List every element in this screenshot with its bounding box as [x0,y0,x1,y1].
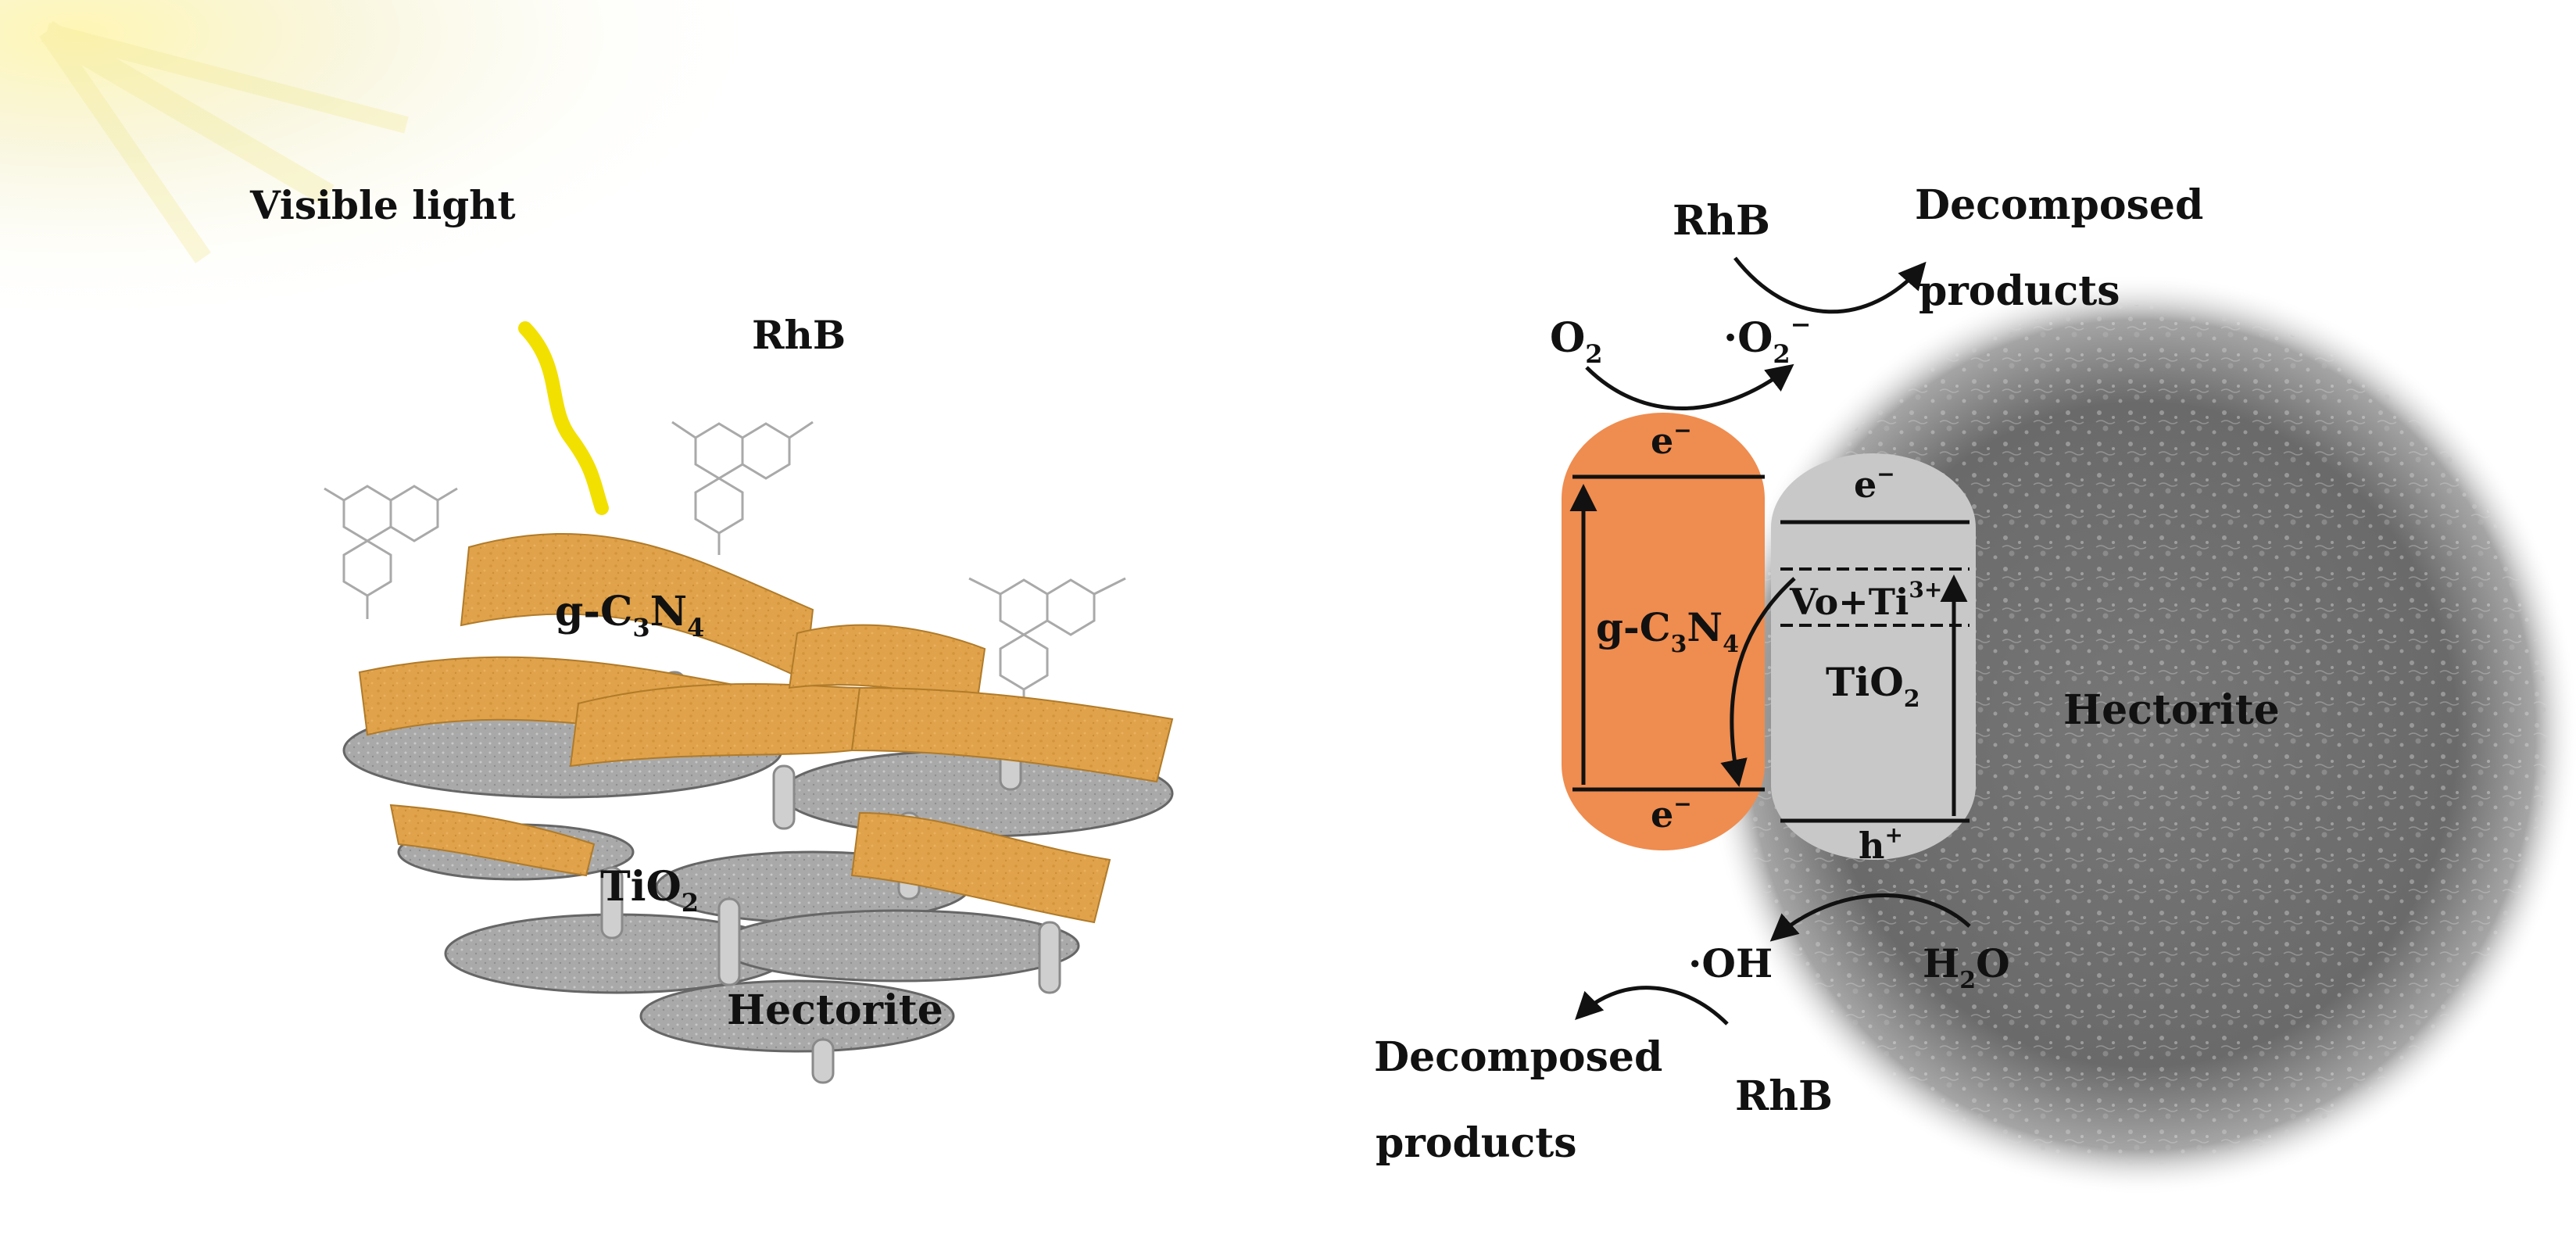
rhb-label-top: RhB [1673,197,1770,245]
ribbon [389,804,596,877]
sunlight-glow [0,0,782,328]
decomposed-products-bottom-line1: Decomposed [1374,1033,1662,1081]
decomposed-products-bottom-line2: products [1376,1119,1577,1167]
rhb-oxidation-bottom-arrow [1575,986,1729,1026]
hydroxyl-radical-label: ·OH [1688,940,1773,986]
decomposed-products-top-line2: products [1919,267,2120,315]
rhb-label-bottom: RhB [1735,1072,1833,1120]
electron-transfer-arrow [1720,577,1796,787]
defect-levels [1780,567,1970,627]
hectorite-label-left: Hectorite [727,986,943,1034]
rhb-molecules [324,421,1126,713]
sun-rays [39,21,409,263]
light-ray-wave [518,321,609,515]
decomposed-products-top-line1: Decomposed [1915,181,2203,229]
rhb-oxidation-top-arrow [1733,256,1927,314]
hole-label: h+ [1859,822,1903,867]
gcn-electron-top: e− [1651,417,1692,462]
tio2-label-right: TiO2 [1826,659,1920,713]
ribbon [569,683,861,768]
o2-reduction-arrow [1585,363,1794,410]
o2-label: O2 [1550,314,1603,369]
ribbon [850,686,1174,783]
water-oxidation-arrow [1769,893,1971,942]
tio2-band [1771,453,1976,860]
right-panel: RhB Decomposed products O2 ·O2− e− g-C3N… [1374,181,2576,1196]
disc [717,909,1080,983]
gcn-electron-bottom: e− [1651,791,1692,836]
vo-ti-label: Vo+Ti3+ [1789,577,1942,623]
rhb-label-left: RhB [752,312,846,358]
tio2-electron-top: e− [1854,461,1895,506]
h2o-label: H2O [1923,940,2010,994]
visible-light-label: Visible light [249,182,516,228]
hectorite-label-right: Hectorite [2063,686,2280,734]
tio2-label-left: TiO2 [600,863,699,918]
gcn-ribbons [358,532,1174,924]
disc [639,979,955,1053]
ribbon [850,811,1111,924]
gcn-label-right: g-C3N4 [1596,604,1739,658]
superoxide-label: ·O2− [1723,310,1811,369]
band-edges [1572,474,1970,823]
gcn-band [1562,413,1765,850]
left-panel: Visible light RhB [0,0,1174,1084]
gcn-label-left: g-C3N4 [555,588,704,643]
